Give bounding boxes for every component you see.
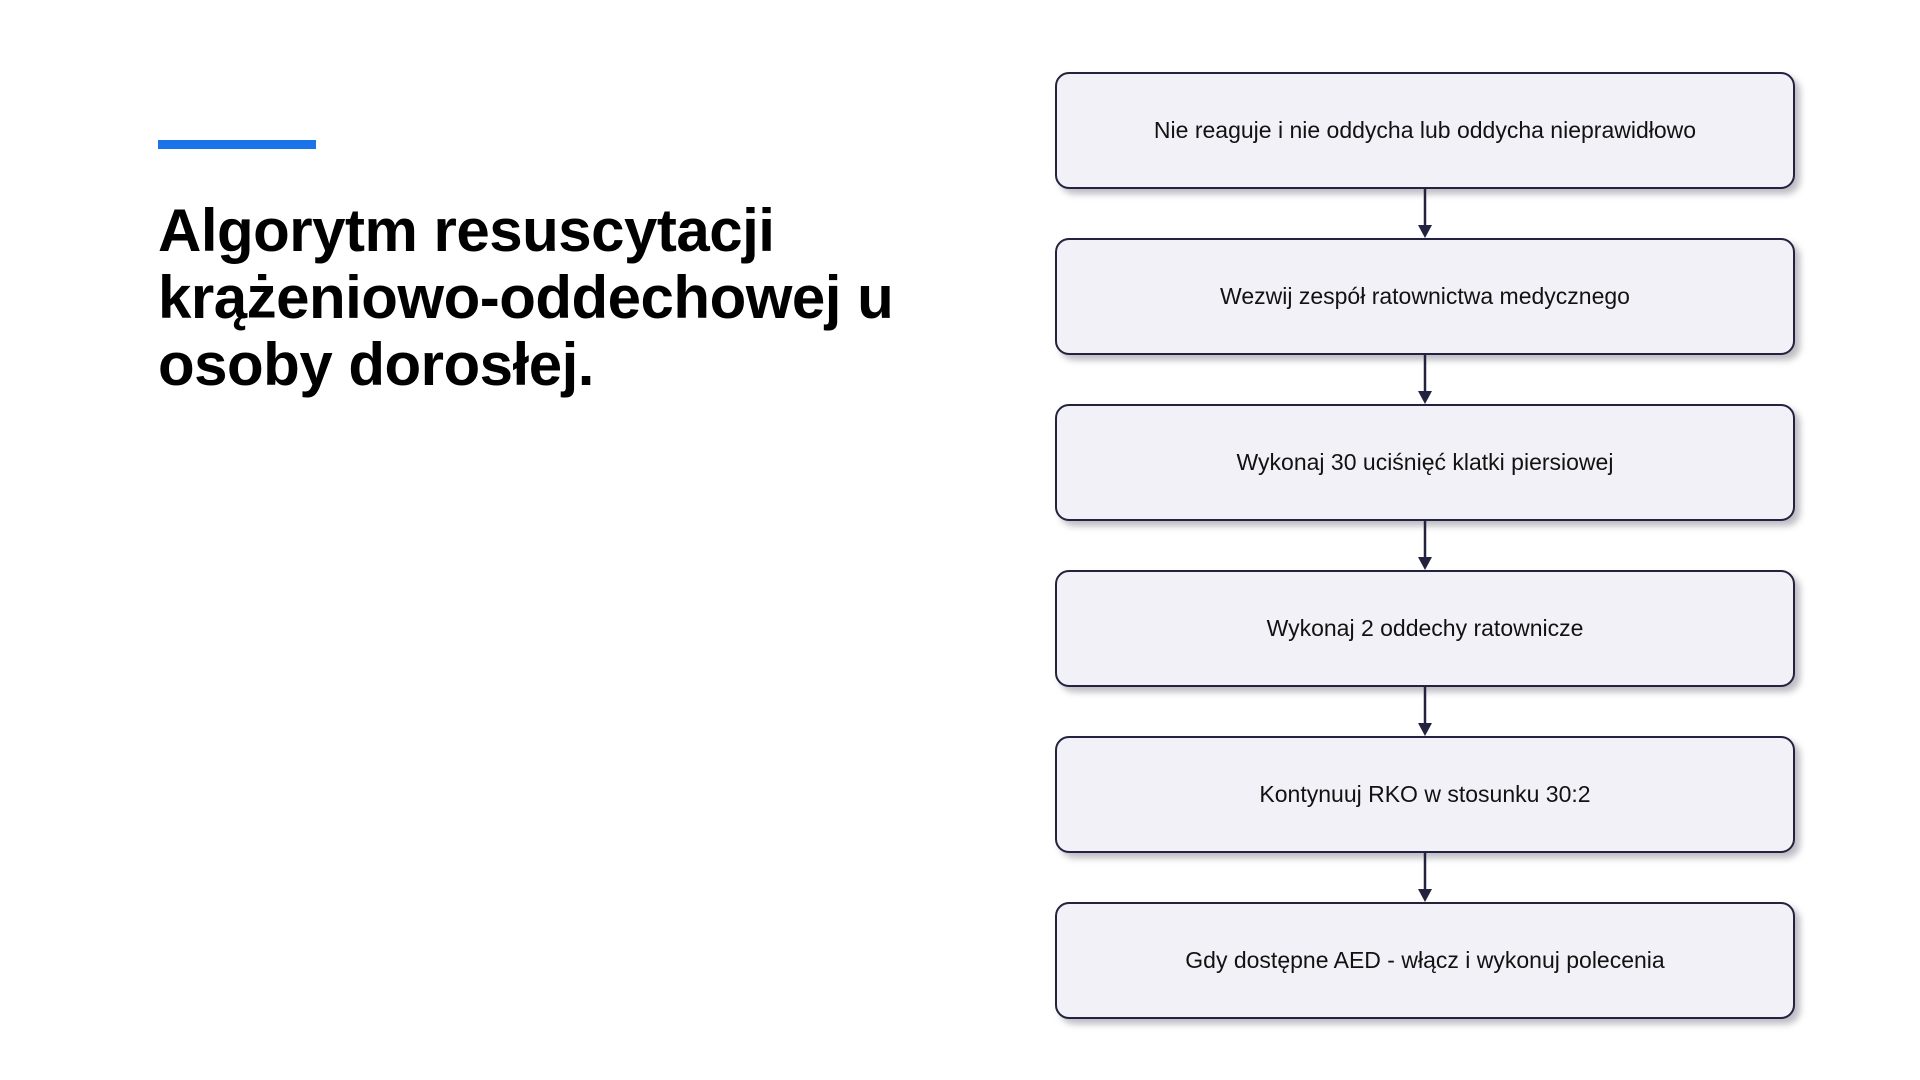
flowchart-step: Wykonaj 2 oddechy ratownicze — [1055, 570, 1795, 687]
flowchart-arrow-5 — [1055, 853, 1795, 902]
flowchart-box-5[interactable]: Kontynuuj RKO w stosunku 30:2 — [1055, 736, 1795, 853]
flowchart-arrow-1 — [1055, 189, 1795, 238]
flowchart-box-label: Wezwij zespół ratownictwa medycznego — [1220, 282, 1630, 309]
flowchart-step: Nie reaguje i nie oddycha lub oddycha ni… — [1055, 72, 1795, 189]
flowchart-box-3[interactable]: Wykonaj 30 uciśnięć klatki piersiowej — [1055, 404, 1795, 521]
flowchart-step: Wykonaj 30 uciśnięć klatki piersiowej — [1055, 404, 1795, 521]
flowchart-box-label: Gdy dostępne AED - włącz i wykonuj polec… — [1185, 946, 1665, 973]
flowchart-step: Gdy dostępne AED - włącz i wykonuj polec… — [1055, 902, 1795, 1019]
flowchart-step: Wezwij zespół ratownictwa medycznego — [1055, 238, 1795, 355]
flowchart-step: Kontynuuj RKO w stosunku 30:2 — [1055, 736, 1795, 853]
flowchart-arrow-2 — [1055, 355, 1795, 404]
page-title: Algorytm resuscytacji krążeniowo-oddecho… — [158, 197, 894, 399]
flowchart-box-6[interactable]: Gdy dostępne AED - włącz i wykonuj polec… — [1055, 902, 1795, 1019]
flowchart-box-1[interactable]: Nie reaguje i nie oddycha lub oddycha ni… — [1055, 72, 1795, 189]
flowchart-box-label: Kontynuuj RKO w stosunku 30:2 — [1259, 780, 1591, 807]
title-block: Algorytm resuscytacji krążeniowo-oddecho… — [158, 140, 1038, 399]
flowchart-box-4[interactable]: Wykonaj 2 oddechy ratownicze — [1055, 570, 1795, 687]
flowchart-box-label: Wykonaj 30 uciśnięć klatki piersiowej — [1236, 448, 1614, 475]
flowchart-box-label: Wykonaj 2 oddechy ratownicze — [1266, 614, 1584, 641]
cpr-algorithm-flowchart: Nie reaguje i nie oddycha lub oddycha ni… — [1055, 72, 1795, 1019]
flowchart-arrow-3 — [1055, 521, 1795, 570]
flowchart-box-label: Nie reaguje i nie oddycha lub oddycha ni… — [1153, 116, 1697, 143]
flowchart-arrow-4 — [1055, 687, 1795, 736]
flowchart-box-2[interactable]: Wezwij zespół ratownictwa medycznego — [1055, 238, 1795, 355]
accent-bar — [158, 140, 316, 149]
